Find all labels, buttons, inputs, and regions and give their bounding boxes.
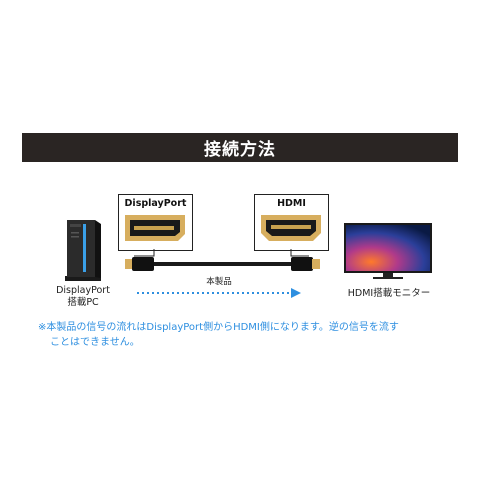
monitor-icon xyxy=(344,223,432,279)
signal-direction-note: ※本製品の信号の流れはDisplayPort側からHDMI側になります。逆の信号… xyxy=(38,320,458,350)
note-line-1: ※本製品の信号の流れはDisplayPort側からHDMI側になります。逆の信号… xyxy=(38,322,399,333)
monitor-label: HDMI搭載モニター xyxy=(347,288,431,299)
hdmi-callout: HDMI xyxy=(254,194,329,251)
title-bar: 接続方法 xyxy=(22,133,458,162)
displayport-connector-icon xyxy=(125,215,185,241)
pc-label: DisplayPort 搭載PC xyxy=(43,285,123,309)
hdmi-connector-icon xyxy=(261,215,321,241)
displayport-callout: DisplayPort xyxy=(118,194,193,251)
cable-label: 本製品 xyxy=(206,277,232,287)
pc-tower-icon xyxy=(65,220,101,281)
displayport-label: DisplayPort xyxy=(124,198,187,209)
pc-label-line1: DisplayPort xyxy=(56,285,110,296)
section-title: 接続方法 xyxy=(204,140,276,160)
hdmi-label: HDMI xyxy=(277,198,306,209)
note-line-2: ことはできません。 xyxy=(50,337,140,348)
cable-icon xyxy=(125,257,320,271)
pc-label-line2: 搭載PC xyxy=(67,297,99,308)
signal-flow-arrow-icon xyxy=(137,288,301,298)
